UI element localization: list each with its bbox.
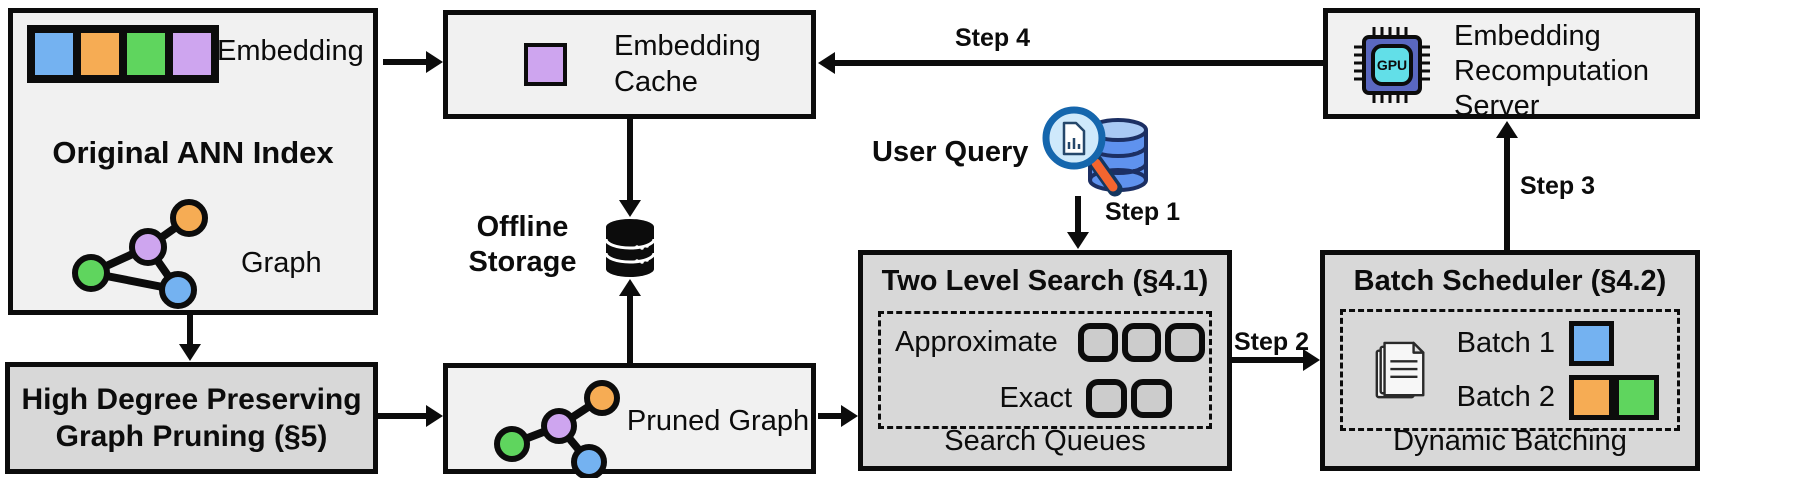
arrowhead [619, 200, 641, 217]
arrowhead [1067, 232, 1089, 249]
recomputation-server-box: GPU Embedding Recomputation Server [1323, 8, 1700, 122]
documents-icon [1375, 341, 1425, 399]
original-ann-index-title: Original ANN Index [52, 135, 334, 170]
arrowhead [426, 405, 443, 427]
arrow-ann-to-pruning [187, 315, 193, 346]
embedding-vector-icon [27, 25, 219, 83]
arrow-step4 [834, 60, 1323, 66]
dynamic-batching-panel: Batch 1 Batch 2 [1340, 309, 1680, 431]
queue-slot [1165, 322, 1205, 362]
arrowhead [1303, 349, 1320, 371]
high-degree-pruning-box: High Degree Preserving Graph Pruning (§5… [5, 362, 378, 474]
high-degree-pruning-label: High Degree Preserving Graph Pruning (§5… [21, 382, 362, 454]
batch-cell-blue [1569, 320, 1614, 366]
database-icon [604, 219, 656, 277]
arrow-step2 [1232, 357, 1304, 363]
dynamic-batching-caption: Dynamic Batching [1393, 425, 1627, 457]
two-level-search-box: Two Level Search (§4.1) Approximate Exac… [858, 250, 1232, 471]
arrowhead [1496, 121, 1518, 138]
batch-1-cells [1569, 320, 1663, 366]
query-search-icon [1042, 106, 1148, 197]
approximate-queue-row: Approximate [881, 314, 1209, 370]
arrowhead [179, 344, 201, 361]
arrowhead [818, 52, 835, 74]
embedding-cell-purple [169, 29, 215, 79]
arrow-step1 [1075, 196, 1081, 234]
pruned-graph-icon [494, 380, 620, 478]
embedding-cell-blue [31, 29, 77, 79]
graph-node-green [72, 254, 110, 292]
batch-cell-orange [1569, 374, 1614, 420]
two-level-search-title: Two Level Search (§4.1) [881, 265, 1209, 297]
embedding-label: Embedding [217, 35, 364, 67]
batch-1-label: Batch 1 [1456, 326, 1555, 359]
graph-node-blue [571, 444, 607, 478]
embedding-cache-label: Embedding Cache [614, 30, 761, 99]
exact-queue-row: Exact [881, 370, 1209, 426]
arrowhead [841, 405, 858, 427]
recomputation-server-label: Embedding Recomputation Server [1454, 20, 1650, 122]
graph-node-blue [159, 271, 197, 309]
batch-scheduler-title: Batch Scheduler (§4.2) [1353, 265, 1667, 297]
search-queues-caption: Search Queues [944, 425, 1146, 457]
embedding-cell-orange [77, 29, 123, 79]
gpu-chip-icon: GPU [1354, 27, 1430, 103]
arrowhead [426, 51, 443, 73]
queue-slot [1086, 378, 1127, 418]
exact-label: Exact [999, 381, 1072, 414]
queue-slot [1131, 378, 1172, 418]
batch-cell-green [1614, 374, 1659, 420]
graph-node-orange [584, 380, 620, 416]
graph-icon [72, 199, 208, 309]
user-query-label: User Query [872, 136, 1029, 168]
graph-label: Graph [241, 247, 322, 279]
batch-row-2: Batch 2 [1453, 370, 1663, 424]
gpu-chip-label: GPU [1377, 57, 1407, 73]
batch-scheduler-box: Batch Scheduler (§4.2) Batch 1 [1320, 250, 1700, 471]
step-2-label: Step 2 [1234, 328, 1310, 356]
arrow-pruned-graph-to-search [818, 413, 842, 419]
approximate-label: Approximate [895, 325, 1058, 358]
graph-node-green [494, 426, 530, 462]
step-3-label: Step 3 [1520, 172, 1596, 200]
arrow-pruning-to-pruned-graph [378, 413, 427, 419]
batch-2-label: Batch 2 [1456, 380, 1555, 413]
step-1-label: Step 1 [1105, 198, 1181, 226]
cached-embedding-cell [524, 43, 567, 86]
embedding-cache-box: Embedding Cache [443, 10, 816, 119]
pruned-graph-label: Pruned Graph [626, 405, 810, 437]
queue-slot [1121, 322, 1162, 362]
arrowhead [619, 279, 641, 296]
step-4-label: Step 4 [955, 24, 1031, 52]
queue-slot [1077, 322, 1118, 362]
arrow-step3 [1504, 136, 1510, 250]
graph-node-purple [129, 228, 167, 266]
graph-node-orange [170, 199, 208, 237]
batch-2-cells [1569, 374, 1663, 420]
search-queues-panel: Approximate Exact [878, 311, 1212, 429]
batch-rows: Batch 1 Batch 2 [1453, 316, 1663, 424]
arrow-pruned-graph-to-storage [627, 294, 633, 363]
graph-node-purple [541, 408, 577, 444]
pruned-graph-box: Pruned Graph [443, 363, 816, 478]
arrow-ann-to-cache [383, 59, 428, 65]
arrow-cache-to-storage [627, 119, 633, 202]
offline-storage-label: Offline Storage [468, 211, 577, 278]
embedding-cell-green [123, 29, 169, 79]
batch-row-1: Batch 1 [1453, 316, 1663, 370]
original-ann-index-box: Embedding Original ANN Index Graph [8, 8, 378, 315]
